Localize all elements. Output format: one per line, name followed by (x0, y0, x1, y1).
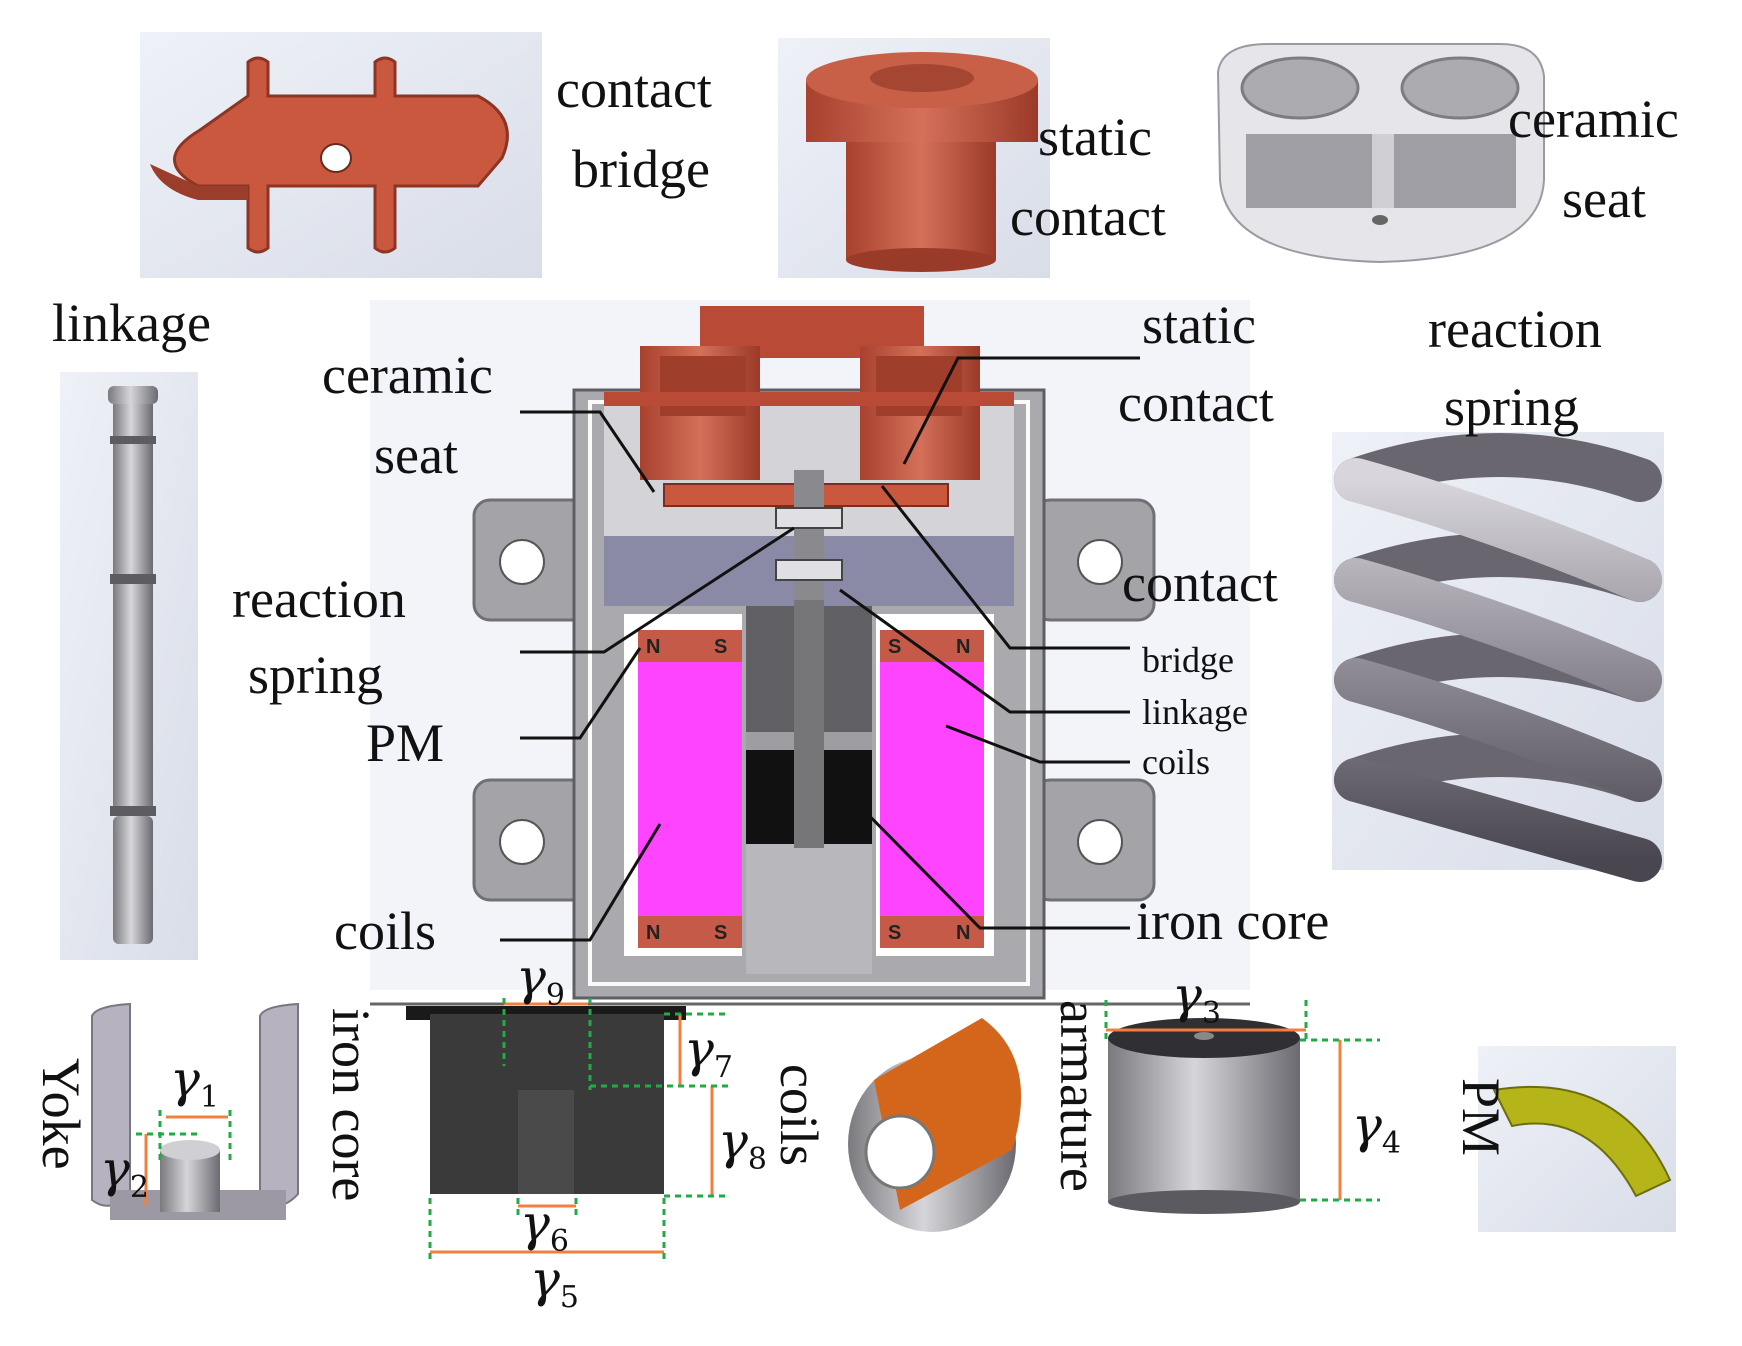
pm-pole-south: S (888, 922, 902, 944)
ceramic-seat-part (1216, 43, 1545, 264)
dim-gamma-3: γ3 (1172, 966, 1221, 1031)
label-coils-left: coils (334, 901, 436, 961)
label-reaction-spring-right-1: reaction (1428, 299, 1602, 359)
linkage-part (60, 372, 198, 960)
label-yoke: Yoke (31, 1058, 91, 1170)
pm-pole-north: N (956, 636, 971, 658)
dim-gamma-9: γ9 (516, 948, 565, 1013)
label-linkage: linkage (52, 293, 211, 353)
dim-gamma-4: γ4 (1352, 1096, 1401, 1161)
label-ceramic-seat-1: ceramic (1508, 89, 1679, 149)
label-coils-bottom: coils (769, 1064, 829, 1166)
yoke-part (91, 1002, 299, 1220)
label-reaction-spring-left-1: reaction (232, 569, 406, 629)
dim-gamma-2: γ2 (100, 1140, 149, 1205)
iron-core-part (406, 1006, 686, 1194)
label-contact-bridge-1: contact (556, 59, 712, 119)
contact-bridge-part (140, 32, 542, 278)
dim-gamma-5: γ5 (530, 1250, 579, 1315)
label-armature: armature (1049, 1000, 1109, 1192)
label-coils-right: coils (1142, 742, 1210, 782)
pm-pole-south: S (714, 636, 728, 658)
pm-part (1478, 1046, 1676, 1232)
pm-pole-south: S (888, 636, 902, 658)
label-static-contact-right-2: contact (1118, 373, 1274, 433)
pm-pole-south: S (714, 922, 728, 944)
label-reaction-spring-right-2: spring (1444, 377, 1579, 437)
leader-lines (500, 356, 1140, 942)
dim-gamma-8: γ8 (718, 1112, 767, 1177)
reaction-spring-part (1332, 432, 1664, 882)
pm-pole-north: N (646, 922, 661, 944)
pm-pole-north: N (646, 636, 661, 658)
label-reaction-spring-left-2: spring (248, 645, 383, 705)
coils-part (848, 1018, 1022, 1232)
label-ceramic-seat-left-2: seat (374, 425, 458, 485)
dim-gamma-6: γ6 (520, 1194, 569, 1259)
label-bridge-right: bridge (1142, 640, 1234, 680)
label-pm-left: PM (366, 713, 445, 773)
label-pm-bottom: PM (1451, 1078, 1511, 1157)
label-iron-core-right: iron core (1136, 891, 1330, 951)
dimension-lines (136, 998, 1380, 1262)
label-iron-core-bottom: iron core (321, 1008, 381, 1202)
label-static-contact-right-1: static (1142, 295, 1256, 355)
label-linkage-right: linkage (1142, 692, 1248, 732)
label-contact-bridge-2: bridge (572, 139, 710, 199)
dim-gamma-1: γ1 (170, 1050, 219, 1115)
label-static-contact-1: static (1038, 107, 1152, 167)
label-ceramic-seat-left-1: ceramic (322, 345, 493, 405)
label-static-contact-2: contact (1010, 187, 1166, 247)
static-contact-part (778, 38, 1050, 278)
armature-part (1108, 1018, 1300, 1214)
label-ceramic-seat-2: seat (1562, 169, 1646, 229)
pm-pole-north: N (956, 922, 971, 944)
label-contact-right: contact (1122, 553, 1278, 613)
dim-gamma-7: γ7 (684, 1020, 733, 1085)
